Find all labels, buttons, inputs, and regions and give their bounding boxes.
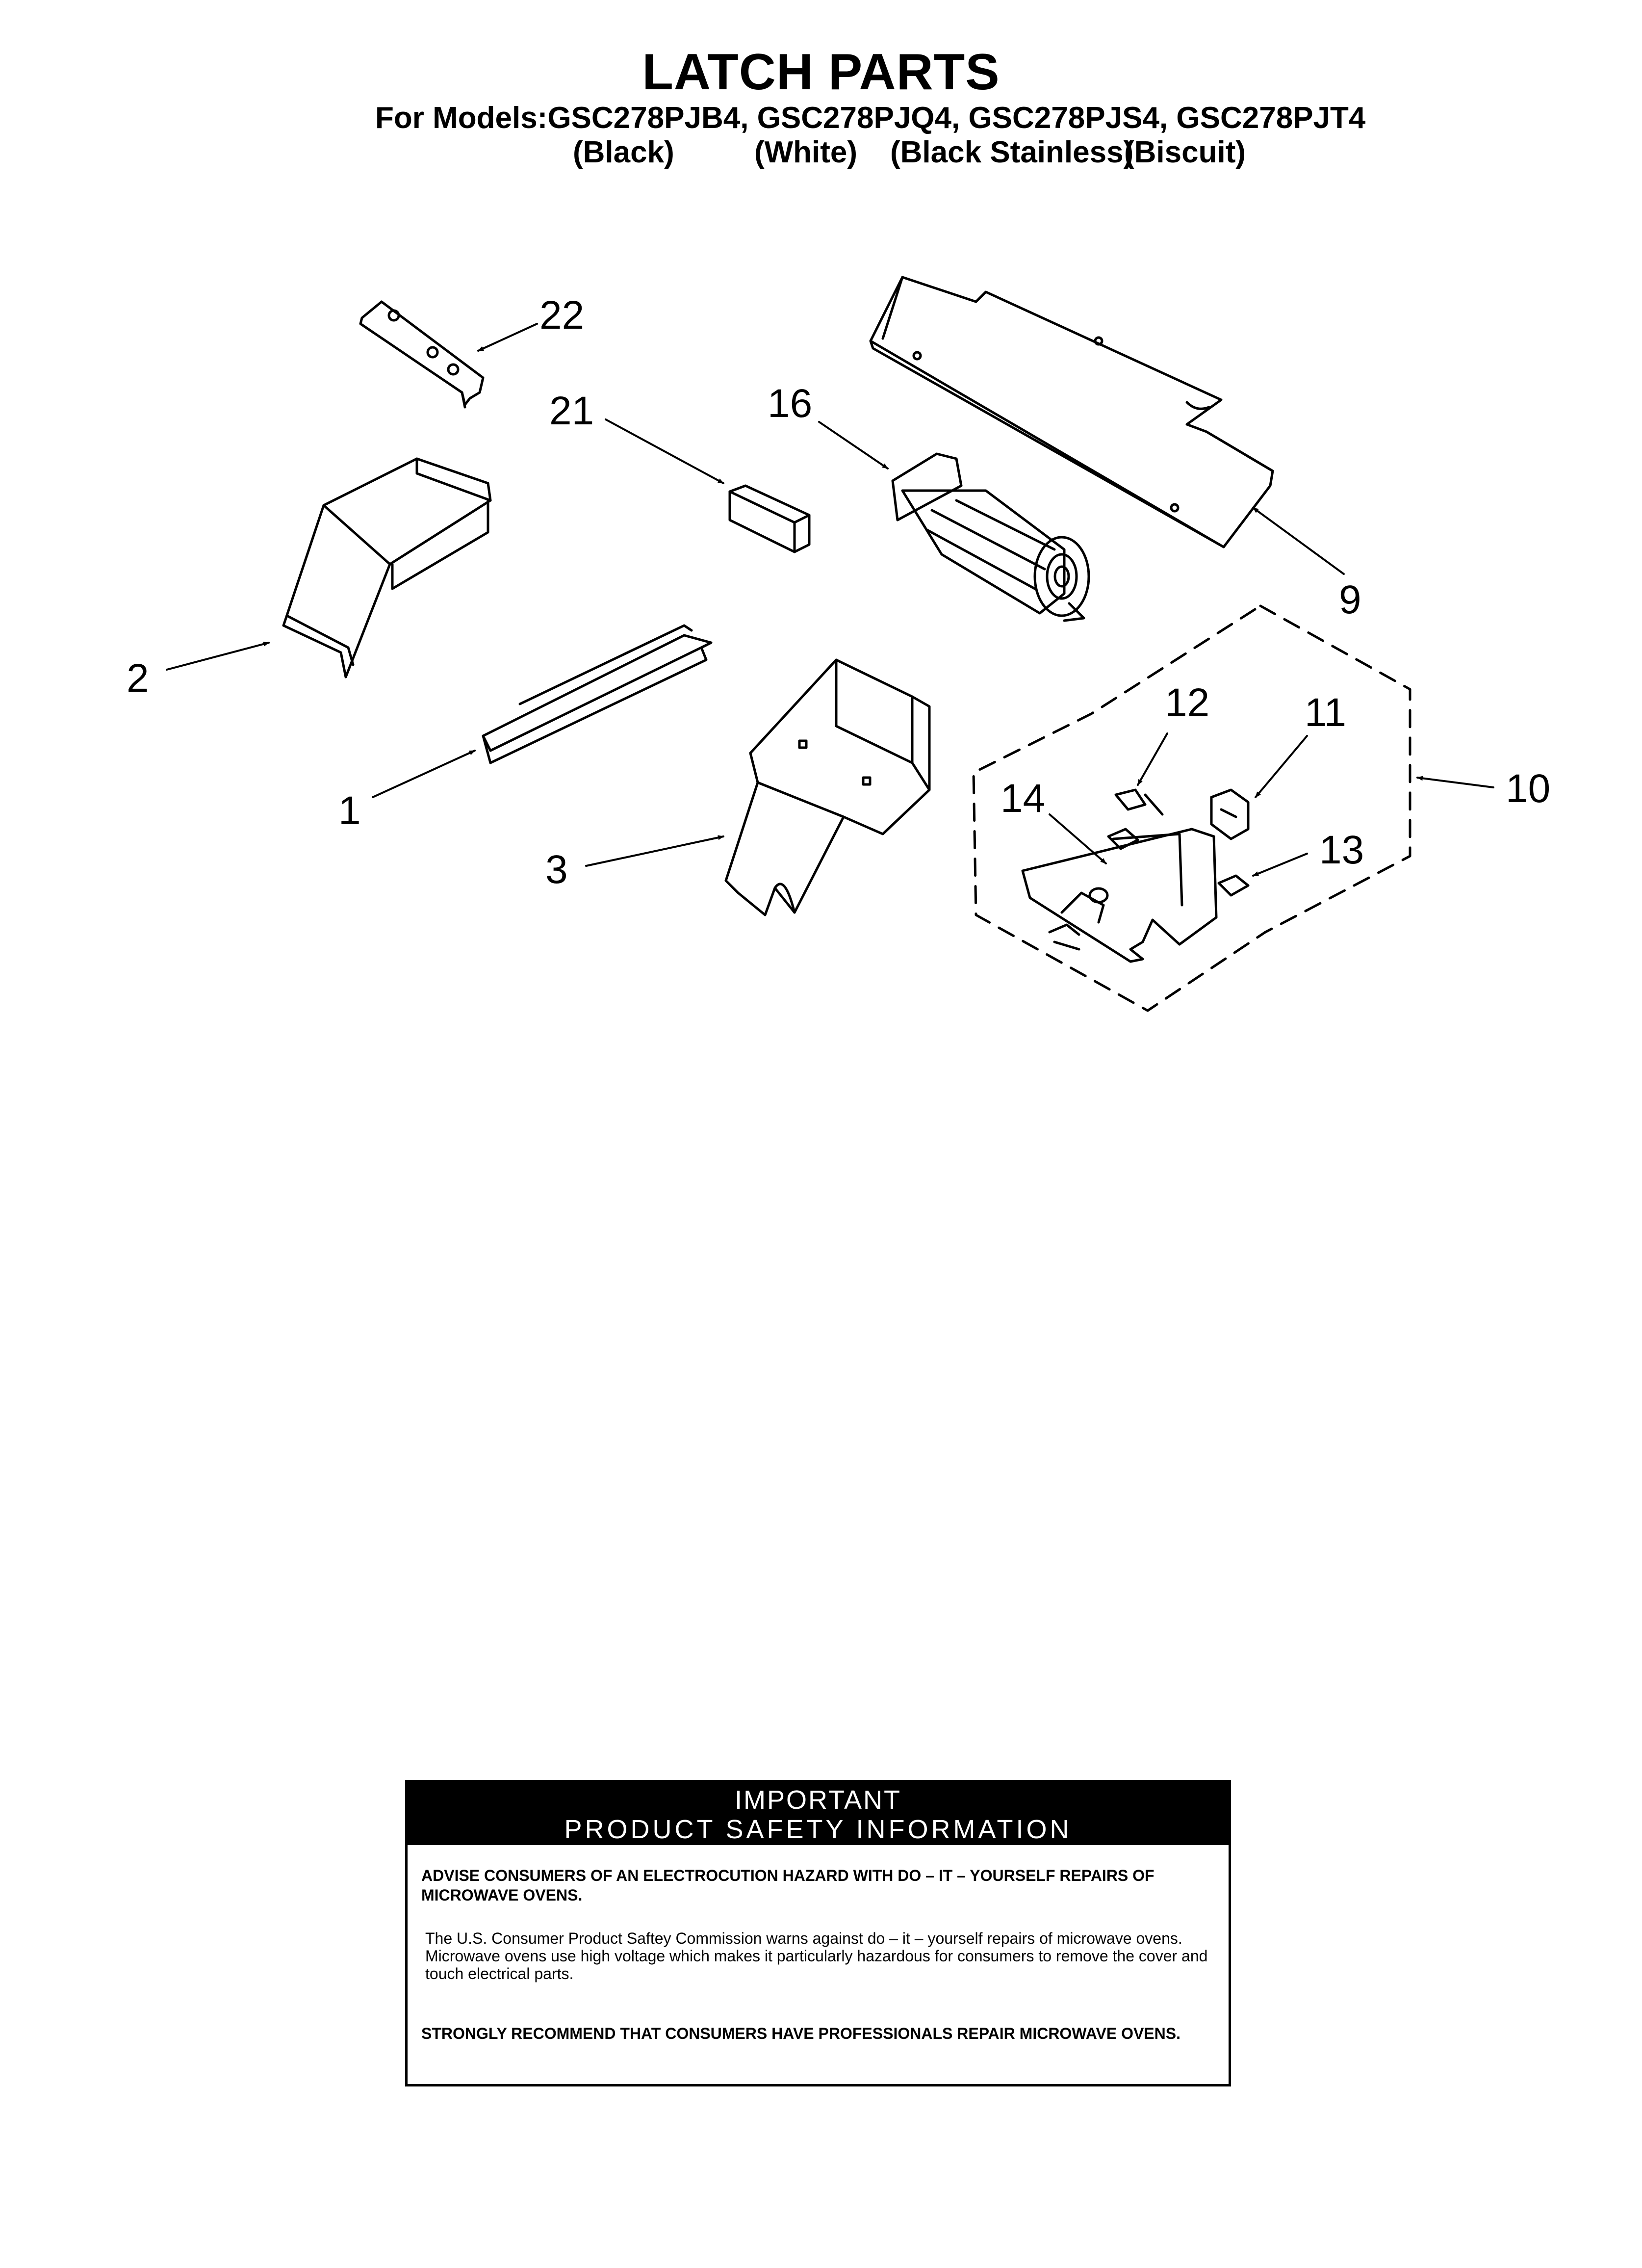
callout-3: 3: [545, 847, 568, 892]
callout-12: 12: [1165, 680, 1209, 725]
part-9-duct-panel: [869, 276, 1274, 548]
callout-9: 9: [1339, 577, 1361, 622]
leader-lines: [166, 323, 1494, 877]
part-13-switch: [1217, 874, 1250, 897]
callout-1: 1: [338, 788, 361, 833]
safety-warning: ADVISE CONSUMERS OF AN ELECTROCUTION HAZ…: [421, 1867, 1155, 1904]
part-21-block: [728, 484, 811, 553]
part-1-channel: [482, 624, 713, 764]
variant-biscuit: (Biscuit): [1124, 135, 1246, 169]
safety-heading-line1: IMPORTANT: [734, 1785, 901, 1815]
part-12-switch: [1114, 788, 1164, 816]
part-11-switch: [1210, 788, 1250, 840]
callout-10: 10: [1506, 766, 1550, 811]
part-10-group-outline: [972, 604, 1411, 1012]
callout-21: 21: [549, 389, 594, 433]
variant-white: (White): [754, 135, 858, 169]
callout-2: 2: [127, 656, 149, 701]
callout-11: 11: [1305, 690, 1346, 735]
safety-info-box: IMPORTANT PRODUCT SAFETY INFORMATION ADV…: [405, 1780, 1231, 2086]
safety-recommendation: STRONGLY RECOMMEND THAT CONSUMERS HAVE P…: [421, 2025, 1180, 2042]
safety-heading-line2: PRODUCT SAFETY INFORMATION: [564, 1815, 1072, 1844]
variant-black-stainless: (Black Stainless): [890, 135, 1134, 169]
models-line: For Models:GSC278PJB4, GSC278PJQ4, GSC27…: [375, 101, 1366, 135]
callout-13: 13: [1319, 828, 1364, 872]
part-2-cover: [282, 457, 492, 678]
page-title: LATCH PARTS: [642, 44, 1000, 101]
part-3-tray: [724, 658, 931, 916]
part-14-switch: [1107, 828, 1139, 850]
callout-16: 16: [768, 381, 812, 426]
part-16-blower-motor: [891, 452, 1090, 622]
callout-22: 22: [539, 293, 584, 338]
part-22-bracket: [359, 300, 485, 409]
safety-body: The U.S. Consumer Product Saftey Commiss…: [425, 1929, 1208, 1982]
callout-14: 14: [1001, 776, 1045, 821]
variant-black: (Black): [573, 135, 674, 169]
safety-heading: IMPORTANT PRODUCT SAFETY INFORMATION: [408, 1782, 1229, 1845]
